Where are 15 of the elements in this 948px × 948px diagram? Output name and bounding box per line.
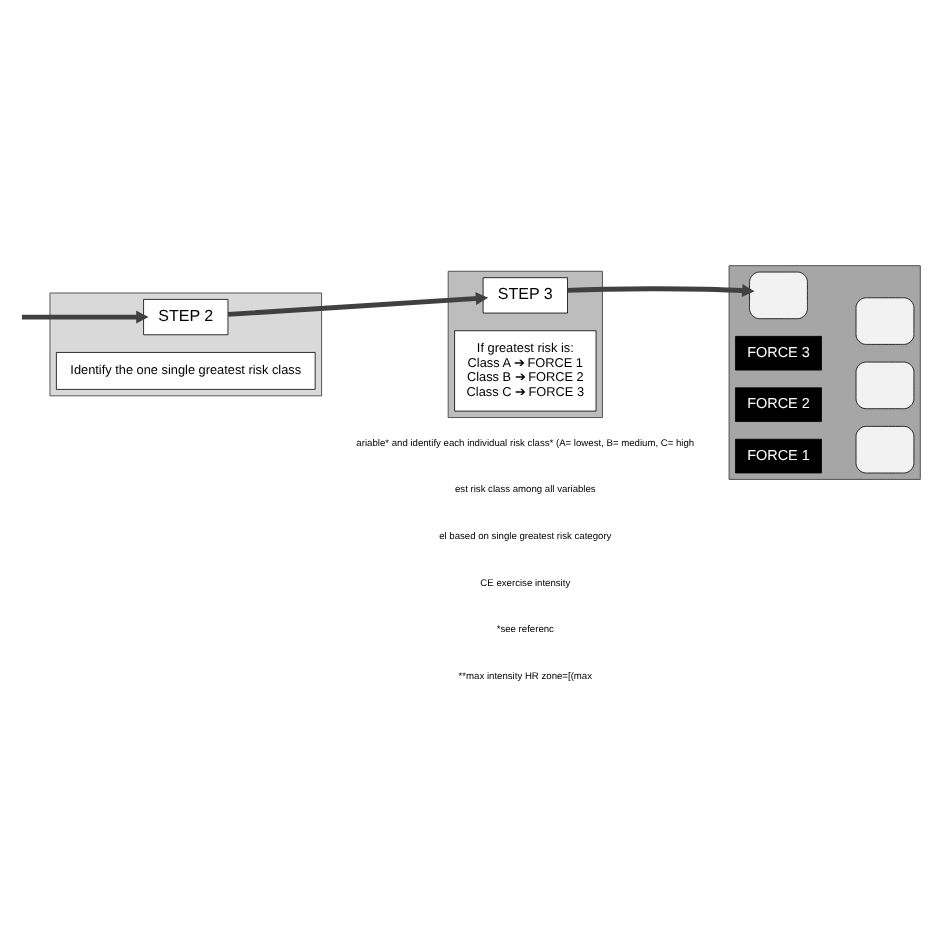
node-box: FORCE 2 xyxy=(735,386,822,421)
node-box xyxy=(749,270,808,319)
node-box: FORCE 1 xyxy=(735,437,822,473)
node-box: STEP 2 xyxy=(143,298,229,335)
arrow xyxy=(567,283,755,297)
arrow xyxy=(227,291,489,316)
node-box xyxy=(855,360,915,409)
node-box xyxy=(855,425,915,473)
cluster xyxy=(49,291,322,396)
node-box xyxy=(855,296,915,344)
cluster xyxy=(728,264,921,479)
node-box: FORCE 3 xyxy=(735,334,822,370)
node-box: STEP 3 xyxy=(482,276,568,313)
cluster xyxy=(447,269,603,417)
arrow xyxy=(21,309,149,323)
